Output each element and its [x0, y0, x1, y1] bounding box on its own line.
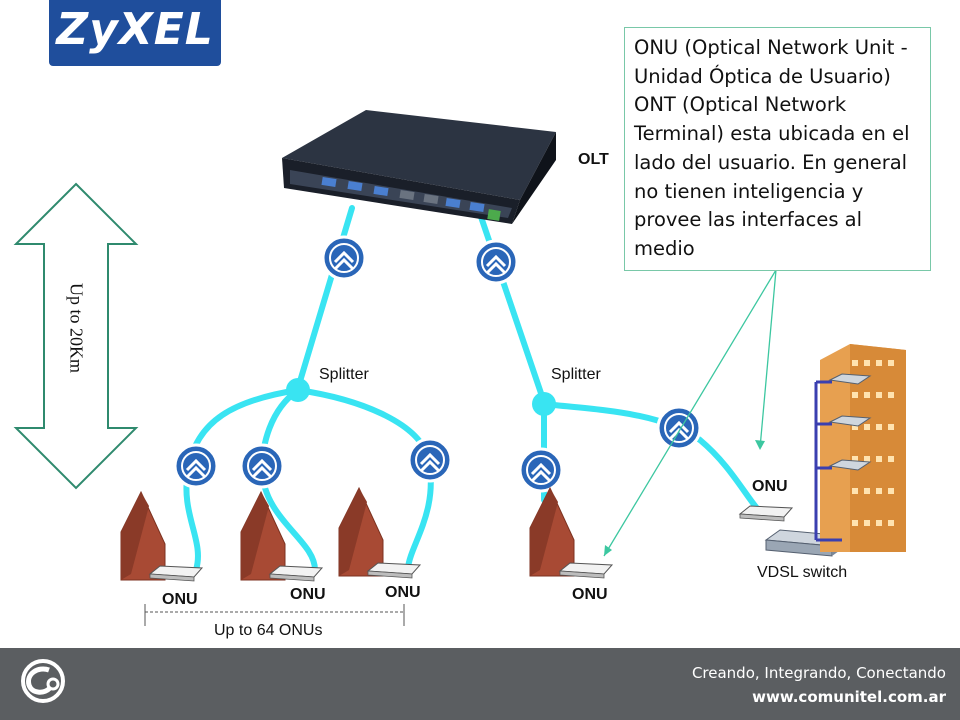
house-icon	[338, 487, 384, 577]
splitter-node-1	[286, 378, 310, 402]
fiber-icon	[518, 447, 564, 493]
onu-device-icon	[367, 562, 421, 579]
distance-label: Up to 20Km	[66, 283, 87, 373]
fiber-olt-splitter1	[295, 205, 355, 391]
splitter-label-2: Splitter	[551, 366, 601, 383]
olt-label: OLT	[578, 151, 609, 168]
footer-tagline: Creando, Integrando, Conectando	[691, 664, 946, 682]
zyxel-logo-text: ZyXEL	[56, 4, 214, 55]
pointer-arrow-head	[755, 440, 765, 450]
fiber-icon	[321, 235, 367, 281]
callout-pointers	[603, 269, 777, 557]
footer-website-link[interactable]: www.comunitel.com.ar	[752, 688, 946, 706]
onu-label-5: ONU	[752, 478, 788, 495]
fiber-icon	[173, 443, 219, 489]
callout-text: ONU (Optical Network Unit - Unidad Óptic…	[634, 36, 910, 260]
onu-label-4: ONU	[572, 586, 608, 603]
onu-device-icon	[269, 565, 323, 582]
onu-device-icon	[559, 562, 613, 579]
fiber-icon	[407, 437, 453, 483]
building-icon	[820, 344, 906, 552]
comunitel-logo-icon	[21, 659, 65, 703]
onu-device-icon	[149, 565, 203, 582]
onu-callout-box: ONU (Optical Network Unit - Unidad Óptic…	[624, 27, 931, 271]
fiber-icon	[656, 405, 702, 451]
onu-count-label: Up to 64 ONUs	[214, 622, 323, 639]
fiber-splitter2-onu5	[541, 401, 763, 515]
fiber-icon	[239, 443, 285, 489]
fiber-icon	[473, 239, 519, 285]
floor-switch-icons	[828, 373, 872, 471]
vdsl-switch-label: VDSL switch	[757, 564, 848, 581]
footer-bar	[0, 648, 960, 720]
house-icon	[529, 487, 575, 577]
onu-label-2: ONU	[290, 586, 326, 603]
splitter-label-1: Splitter	[319, 366, 369, 383]
onu-device-icon	[739, 505, 793, 522]
zyxel-logo: ZyXEL	[49, 0, 221, 66]
pointer-arrow-head	[604, 545, 612, 556]
onu-label-3: ONU	[385, 584, 421, 601]
distance-double-arrow-icon	[13, 182, 139, 490]
onu-count-bracket	[144, 604, 405, 626]
fiber-olt-splitter2	[475, 205, 547, 405]
olt-device-icon	[282, 110, 556, 224]
splitter-node-2	[532, 392, 556, 416]
vdsl-wiring	[814, 380, 842, 542]
onu-label-1: ONU	[162, 591, 198, 608]
